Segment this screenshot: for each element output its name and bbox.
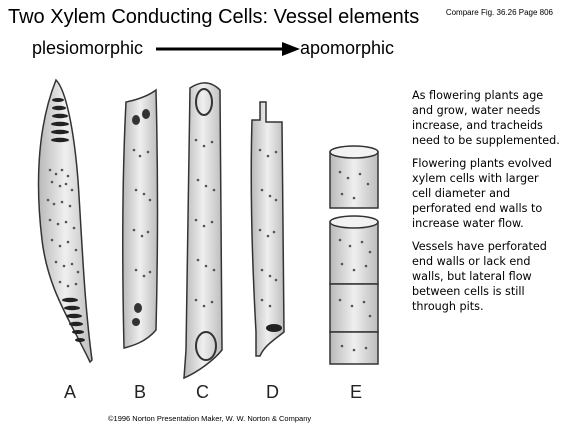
- figure-reference: Compare Fig. 36.26 Page 806: [446, 8, 553, 17]
- cell-e: [330, 146, 378, 364]
- paragraph-1: As flowering plants age and grow, water …: [412, 88, 560, 148]
- copyright-credit: ©1996 Norton Presentation Maker, W. W. N…: [108, 414, 311, 423]
- cell-a: [39, 80, 92, 362]
- figure-label-b: B: [134, 382, 146, 402]
- notes-text: As flowering plants age and grow, water …: [412, 88, 560, 322]
- plesiomorphic-label: plesiomorphic: [32, 38, 143, 58]
- figure-label-a: A: [64, 382, 76, 402]
- cell-b: [123, 90, 158, 348]
- figure-label-d: D: [266, 382, 279, 402]
- paragraph-3: Vessels have perforated end walls or lac…: [412, 239, 560, 314]
- slide-title: Two Xylem Conducting Cells: Vessel eleme…: [8, 6, 419, 28]
- figure-label-c: C: [196, 382, 209, 402]
- cell-d: [251, 102, 284, 356]
- evolution-arrow-icon: [156, 40, 300, 58]
- figure-label-e: E: [350, 382, 362, 402]
- vessel-elements-illustration: A B C D E: [8, 60, 408, 410]
- apomorphic-label: apomorphic: [300, 38, 394, 58]
- cell-c: [184, 83, 222, 378]
- paragraph-2: Flowering plants evolved xylem cells wit…: [412, 156, 560, 231]
